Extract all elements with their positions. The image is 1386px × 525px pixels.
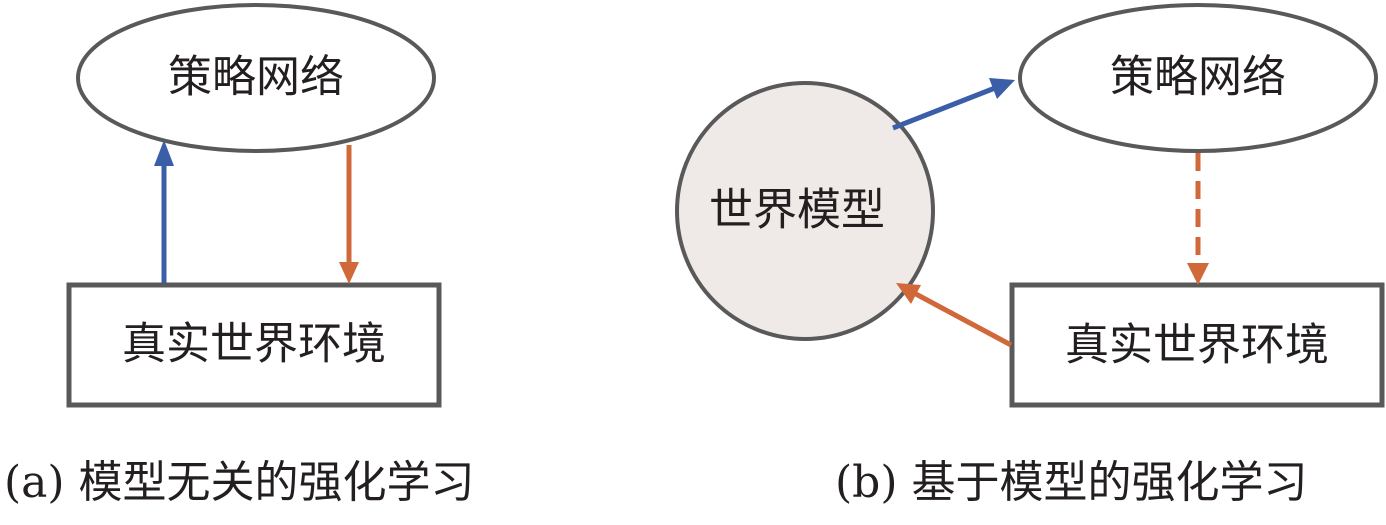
panel-a-policy-node <box>76 3 436 153</box>
panel-b-experience-arrowhead <box>896 283 921 304</box>
panel-b-policy-node <box>1018 3 1378 153</box>
panel-b-caption: (b) 基于模型的强化学习 <box>835 457 1307 508</box>
panel-b-action-arrowhead <box>1187 263 1209 285</box>
panel-a-state-arrowhead <box>154 140 174 166</box>
panel-b-world-model-label: 世界模型 <box>709 185 885 236</box>
panel-b-plan-arrowhead <box>989 78 1015 99</box>
panel-b-model-based: 策略网络 世界模型 真实世界环境 (b) 基于模型的强化学习 <box>675 3 1385 508</box>
panel-a-action-arrowhead <box>339 262 359 284</box>
panel-b-policy-label: 策略网络 <box>1110 52 1286 103</box>
panel-b-plan-arrow <box>892 85 996 131</box>
panel-b-world-model-node <box>675 81 935 341</box>
panel-a-caption: (a) 模型无关的强化学习 <box>4 457 475 508</box>
panel-a-policy-label: 策略网络 <box>168 52 344 103</box>
panel-b-env-node <box>1009 282 1385 408</box>
panel-a-model-free: 策略网络 真实世界环境 (a) 模型无关的强化学习 <box>4 3 475 508</box>
panel-a-env-label: 真实世界环境 <box>122 319 386 370</box>
panel-b-env-label: 真实世界环境 <box>1065 320 1329 371</box>
panel-b-experience-arrow <box>912 290 1013 348</box>
panel-a-env-node <box>66 282 442 408</box>
